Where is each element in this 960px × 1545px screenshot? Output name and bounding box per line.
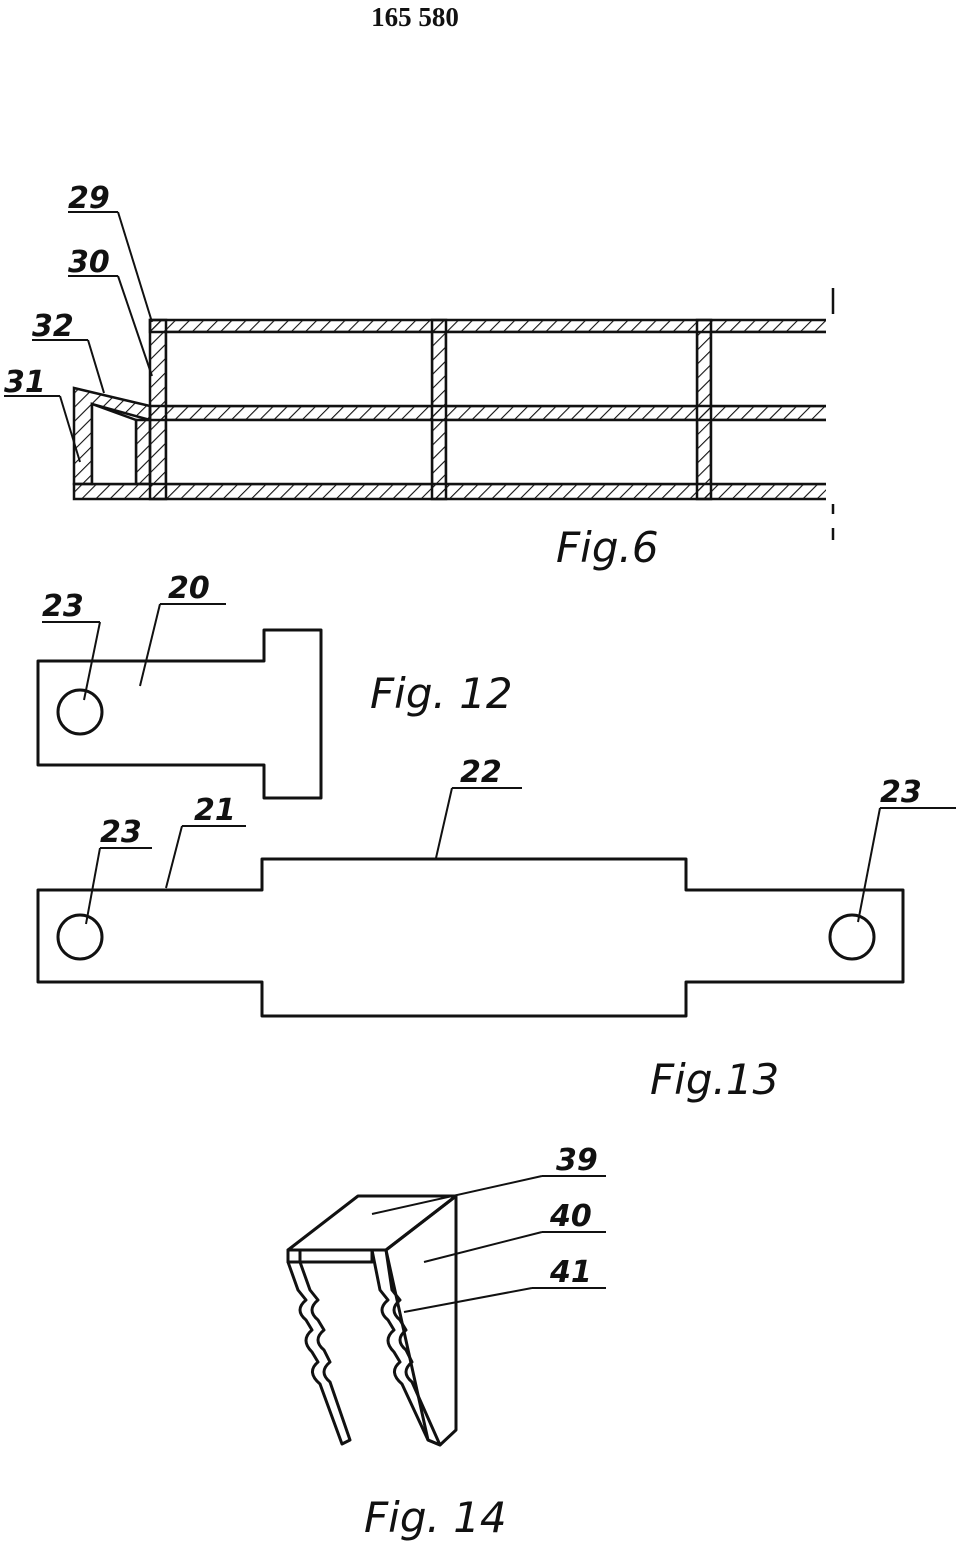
- fig13-label-22: 22: [460, 755, 502, 790]
- fig6-chamber-a3: [709, 330, 837, 408]
- fig6-bottom-wall: [72, 482, 837, 501]
- fig6-profile: 29 30 32 31 Fig.6: [4, 181, 840, 572]
- fig6-caption: Fig.6: [556, 523, 659, 572]
- fig6-nose-inner-wall: [134, 418, 152, 486]
- fig13-hole-right: [828, 913, 876, 961]
- fig6-top-wall: [148, 318, 837, 334]
- fig14-label-39: 39: [556, 1143, 598, 1178]
- fig12-outline: [36, 628, 323, 800]
- page-number: 165 580: [371, 2, 459, 32]
- fig12-label-23: 23: [42, 589, 84, 624]
- label-31: 31: [4, 365, 46, 400]
- fig12-label-20: 20: [168, 571, 210, 606]
- fig6-left-web: [148, 318, 168, 501]
- fig14-caption: Fig. 14: [364, 1493, 507, 1542]
- fig14-leg-left: [286, 1260, 352, 1446]
- label-29: 29: [68, 181, 110, 216]
- fig14-clip: 39 40 41 Fig. 14: [286, 1143, 606, 1542]
- fig12-plate: 23 20 Fig. 12: [36, 571, 513, 800]
- fig13-outline: [36, 857, 905, 1018]
- fig13-label-23-left: 23: [100, 815, 142, 850]
- fig6-chamber-b2: [444, 418, 699, 486]
- label-32: 32: [32, 309, 74, 344]
- fig14-side-face: [384, 1194, 458, 1447]
- fig14-label-41: 41: [549, 1255, 592, 1290]
- fig13-label-21: 21: [194, 793, 236, 828]
- fig6-chamber-b3: [709, 418, 837, 486]
- fig13-plate: 23 21 22 23 Fig.13: [36, 755, 956, 1104]
- fig14-top-face: [286, 1194, 458, 1252]
- fig14-leg-right: [370, 1248, 442, 1447]
- fig12-hole: [56, 688, 104, 736]
- fig14-label-40: 40: [549, 1199, 592, 1234]
- fig6-chamber-b1: [164, 418, 434, 486]
- fig13-hole-left: [56, 913, 104, 961]
- fig13-caption: Fig.13: [650, 1055, 779, 1104]
- fig6-web-2: [695, 318, 713, 501]
- label-30: 30: [68, 245, 110, 280]
- fig6-nose-chamber: [90, 402, 138, 486]
- fig6-web-1: [430, 318, 448, 501]
- fig13-label-23-right: 23: [880, 775, 922, 810]
- fig6-chamber-a2: [444, 330, 699, 408]
- fig12-caption: Fig. 12: [370, 669, 513, 718]
- fig6-middle-wall: [148, 404, 837, 422]
- fig6-chamber-a1: [164, 330, 434, 408]
